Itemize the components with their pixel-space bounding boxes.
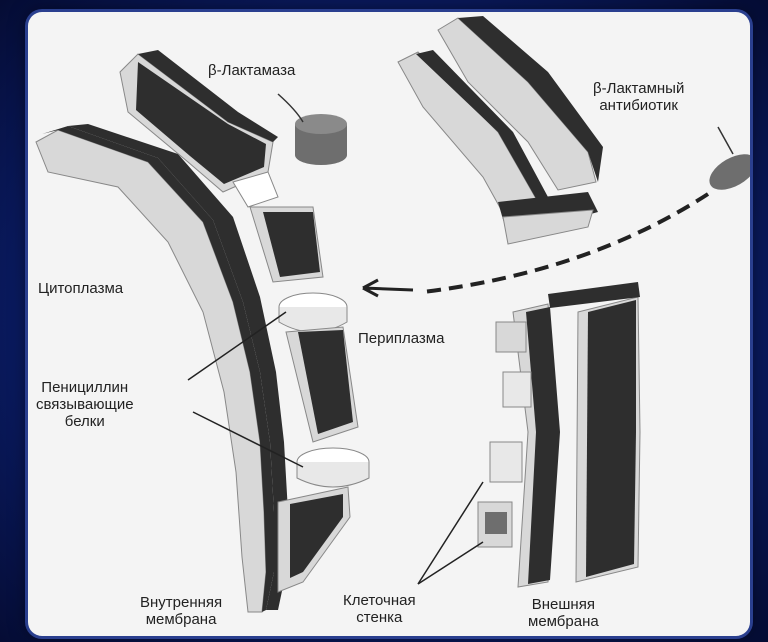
label-cell-wall: Клеточная стенка — [343, 592, 416, 626]
label-beta-lactam-antibiotic: β-Лактамный антибиотик — [593, 80, 684, 114]
cell-wall-pointer-1 — [418, 482, 483, 584]
label-inner-membrane: Внутренняя мембрана — [140, 594, 222, 628]
antibiotic-path-arrow — [363, 280, 413, 296]
outer-membrane-upper-fragments — [398, 16, 603, 244]
antibiotic-pointer — [718, 127, 733, 154]
beta-lactam-antibiotic-molecule — [703, 147, 750, 197]
label-cytoplasm: Цитоплазма — [38, 280, 123, 297]
inner-membrane-light-face — [36, 130, 266, 612]
label-penicillin-binding-proteins: Пенициллин связывающие белки — [36, 379, 134, 430]
diagram-panel: β-Лактамаза β-Лактамный антибиотик Цитоп… — [28, 12, 750, 636]
label-beta-lactamase: β-Лактамаза — [208, 62, 295, 79]
beta-lactamase-arrow — [278, 94, 303, 122]
label-periplasm: Периплазма — [358, 330, 444, 347]
outer-membrane-right — [513, 282, 640, 587]
cell-wall-pointer-2 — [418, 542, 483, 584]
label-outer-membrane: Внешняя мембрана — [528, 596, 599, 630]
